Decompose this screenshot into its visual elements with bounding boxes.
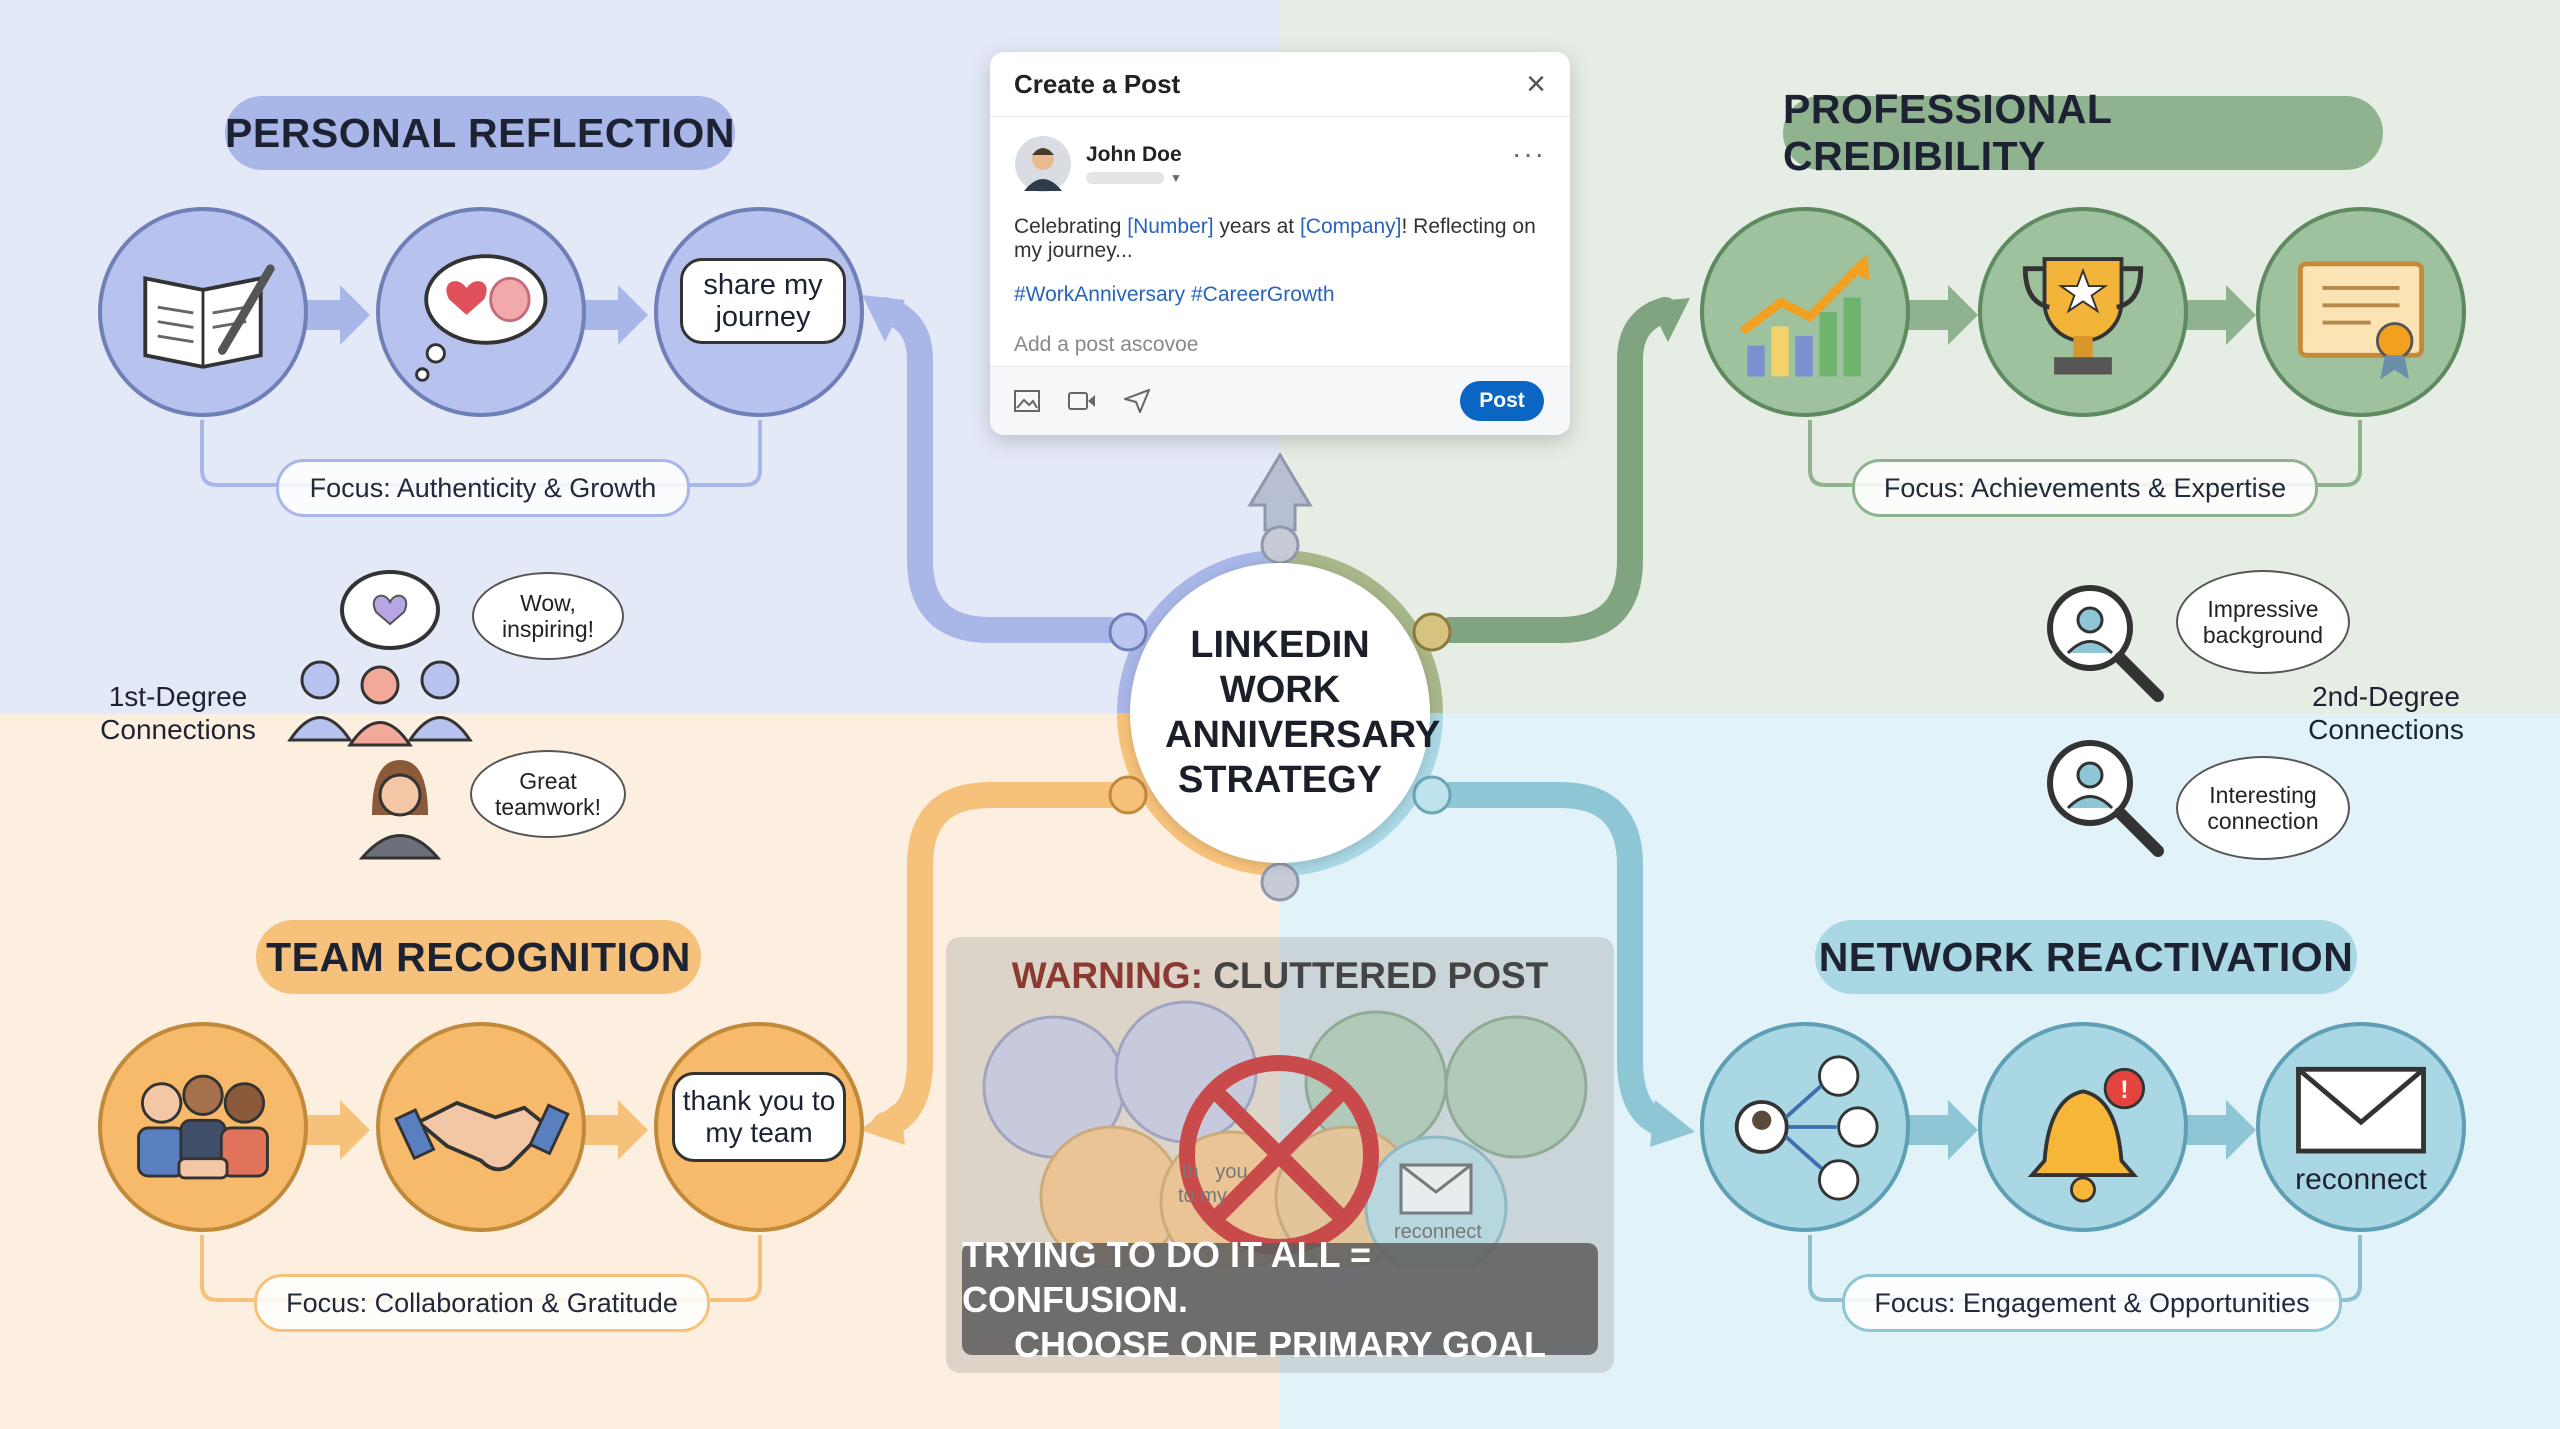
network-nodes-icon xyxy=(1700,1022,1910,1232)
share-journey-bubble: share my journey xyxy=(680,258,846,344)
image-icon[interactable] xyxy=(1014,390,1040,412)
post-text[interactable]: Celebrating [Number] years at [Company]!… xyxy=(1014,215,1546,263)
first-degree-label: 1st-Degree Connections xyxy=(100,681,256,745)
comment-interesting-connection: Interesting connection xyxy=(2176,756,2350,860)
post-text-part: years at xyxy=(1213,215,1300,238)
handshake-icon xyxy=(376,1022,586,1232)
comment-great-teamwork: Great teamwork! xyxy=(470,750,626,838)
post-body: John Doe ▼ ··· Celebrating [Number] year… xyxy=(990,117,1570,357)
strategy-hub: LINKEDIN WORK ANNIVERSARY STRATEGY xyxy=(1130,563,1441,863)
magnifier-person-icon xyxy=(2047,585,2164,702)
avatar xyxy=(1015,136,1071,192)
add-post-input[interactable]: Add a post ascovoe xyxy=(1014,333,1199,356)
ghost-text-reconnect: reconnect xyxy=(1394,1221,1482,1243)
dialog-header: Create a Post × xyxy=(990,52,1570,117)
author-name: John Doe xyxy=(1086,143,1182,166)
ghost-text-to-my: to my xyxy=(1178,1185,1227,1207)
journal-icon xyxy=(98,207,308,417)
warning-line-1: TRYING TO DO IT ALL = CONFUSION. xyxy=(962,1233,1372,1320)
personal-title: PERSONAL REFLECTION xyxy=(225,96,735,170)
audience-selector[interactable]: ▼ xyxy=(1086,171,1182,185)
warning-message: TRYING TO DO IT ALL = CONFUSION. CHOOSE … xyxy=(962,1234,1598,1365)
post-text-part: ! Reflecting on my journey... xyxy=(1014,215,1536,262)
post-button[interactable]: Post xyxy=(1460,381,1544,421)
svg-text:!: ! xyxy=(2120,1076,2128,1104)
team-people-icon xyxy=(98,1022,308,1232)
professional-focus: Focus: Achievements & Expertise xyxy=(1852,459,2318,517)
placeholder-number: [Number] xyxy=(1127,215,1214,238)
network-title: NETWORK REACTIVATION xyxy=(1815,920,2357,994)
post-toolbar: Post xyxy=(990,366,1570,435)
people-group-icon xyxy=(287,570,473,747)
send-icon[interactable] xyxy=(1124,389,1150,413)
video-icon[interactable] xyxy=(1068,391,1096,411)
ghost-text-thank: th you xyxy=(1182,1161,1248,1183)
comment-impressive-background: Impressive background xyxy=(2176,570,2350,674)
envelope-icon xyxy=(2256,1022,2466,1232)
post-text-part: Celebrating xyxy=(1014,215,1128,238)
reconnect-label: reconnect xyxy=(2295,1163,2427,1196)
bell-icon: ! xyxy=(1978,1022,2188,1232)
warning-label: WARNING: xyxy=(1011,955,1203,996)
chevron-down-icon: ▼ xyxy=(1170,171,1182,185)
trophy-icon xyxy=(1978,207,2188,417)
network-focus: Focus: Engagement & Opportunities xyxy=(1842,1274,2342,1332)
warning-title-text: CLUTTERED POST xyxy=(1213,955,1549,996)
growth-chart-icon xyxy=(1700,207,1910,417)
thank-you-bubble: thank you to my team xyxy=(672,1072,846,1162)
warning-panel: WARNING: CLUTTERED POST th you to my rec… xyxy=(946,937,1614,1373)
comment-wow-inspiring: Wow, inspiring! xyxy=(472,572,624,660)
warning-line-2: CHOOSE ONE PRIMARY GOAL xyxy=(1013,1323,1547,1365)
more-options-icon[interactable]: ··· xyxy=(1512,138,1546,169)
second-degree-label: 2nd-Degree Connections xyxy=(2308,681,2464,745)
personal-focus: Focus: Authenticity & Growth xyxy=(276,459,690,517)
placeholder-company: [Company] xyxy=(1299,215,1402,238)
cluttered-icons-collage xyxy=(982,1000,1588,1267)
close-icon[interactable]: × xyxy=(1526,64,1546,103)
certificate-icon xyxy=(2256,207,2466,417)
team-title: TEAM RECOGNITION xyxy=(256,920,701,994)
dialog-title: Create a Post xyxy=(1014,68,1181,99)
thought-bubble-icon xyxy=(376,207,586,417)
warning-title: WARNING: CLUTTERED POST xyxy=(946,955,1614,997)
create-post-dialog[interactable]: Create a Post × John Doe ▼ ··· Celebrati… xyxy=(990,52,1570,435)
professional-title: PROFESSIONAL CREDIBILITY xyxy=(1783,86,2383,179)
magnifier-person-icon xyxy=(2047,740,2164,857)
team-focus: Focus: Collaboration & Gratitude xyxy=(254,1274,710,1332)
hashtags[interactable]: #WorkAnniversary #CareerGrowth xyxy=(1014,283,1335,306)
woman-avatar-icon xyxy=(358,760,442,860)
strategy-hub-text: LINKEDIN WORK ANNIVERSARY STRATEGY xyxy=(1165,624,1441,801)
